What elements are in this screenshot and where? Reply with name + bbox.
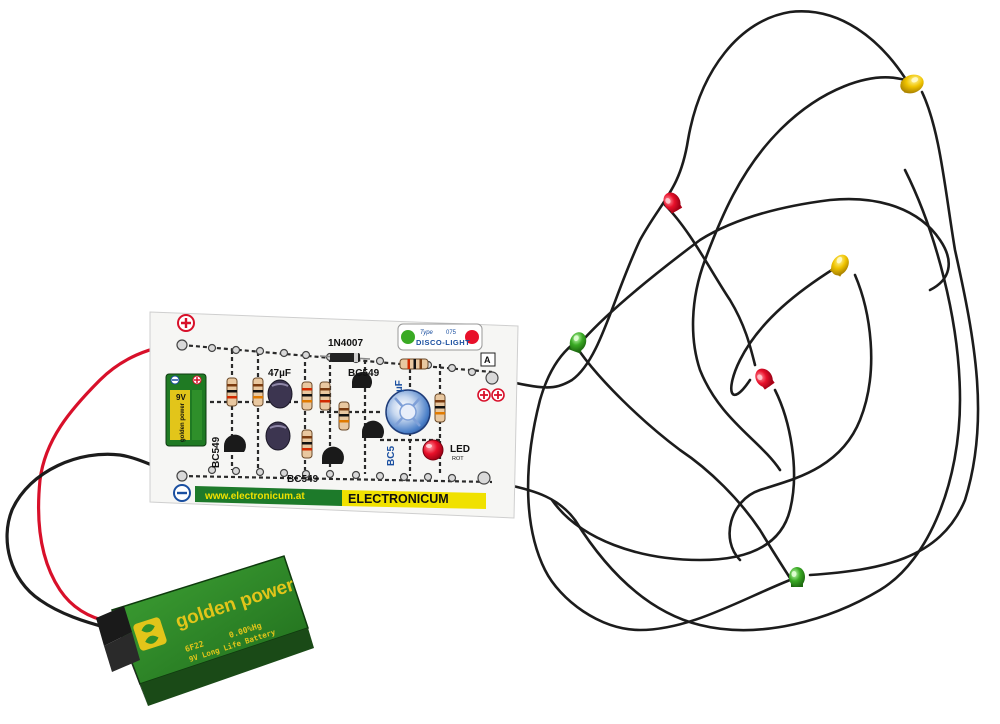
label-board-battery-9v: 9V <box>176 393 186 402</box>
connector-a-box <box>480 352 496 367</box>
battery-clip-wires <box>5 343 184 630</box>
led-red-middle <box>755 368 775 390</box>
label-1n4007: 1N4007 <box>328 338 363 349</box>
led-yellow-middle <box>829 254 849 277</box>
label-bc549-left: BC549 <box>211 436 222 468</box>
disco-light-badge <box>397 323 483 351</box>
resistors <box>226 358 446 459</box>
capacitor-blue-large <box>385 389 431 435</box>
led-green-bottom <box>789 567 805 587</box>
label-board-battery-brand: golden power <box>180 402 186 442</box>
capacitor-47uf <box>267 379 293 409</box>
label-led-sub: ROT <box>452 456 464 462</box>
label-bc5-right: BC5 <box>386 446 397 466</box>
minus-terminal-left <box>173 484 191 502</box>
label-product-name: DISCO-LIGHT <box>416 338 470 347</box>
label-type-number: 075 <box>446 330 457 336</box>
label-uf: µF <box>394 380 405 392</box>
onboard-led <box>422 439 444 461</box>
led-chain-wires <box>490 10 980 632</box>
battery-9v: golden power 6F22 0.00%Hg 9V Long Life B… <box>96 555 314 706</box>
bottom-banner <box>195 486 486 509</box>
label-bc549-bottom: BC549 <box>287 474 319 485</box>
label-bc549-top: BC549 <box>348 368 380 379</box>
plus-terminals-right <box>477 388 505 402</box>
label-led: LED <box>450 444 470 455</box>
label-type: Type <box>420 330 434 336</box>
battery-logo <box>133 617 167 651</box>
led-red-top <box>663 192 683 214</box>
label-website: www.electronicum.at <box>204 491 305 502</box>
board-battery-icon <box>165 373 207 447</box>
diode-1n4007 <box>319 353 371 362</box>
led-green-left <box>568 332 587 354</box>
pcb-board: 1N4007 47µF BC549 BC549 BC549 BC5 µF LED… <box>149 311 519 519</box>
plus-terminal-left <box>177 314 195 332</box>
transistors <box>223 371 384 464</box>
capacitor-small <box>265 421 291 451</box>
label-47uf: 47µF <box>268 368 291 379</box>
label-connector-a: A <box>484 355 491 365</box>
led-yellow-top <box>900 74 924 94</box>
label-brand: ELECTRONICUM <box>348 492 449 506</box>
